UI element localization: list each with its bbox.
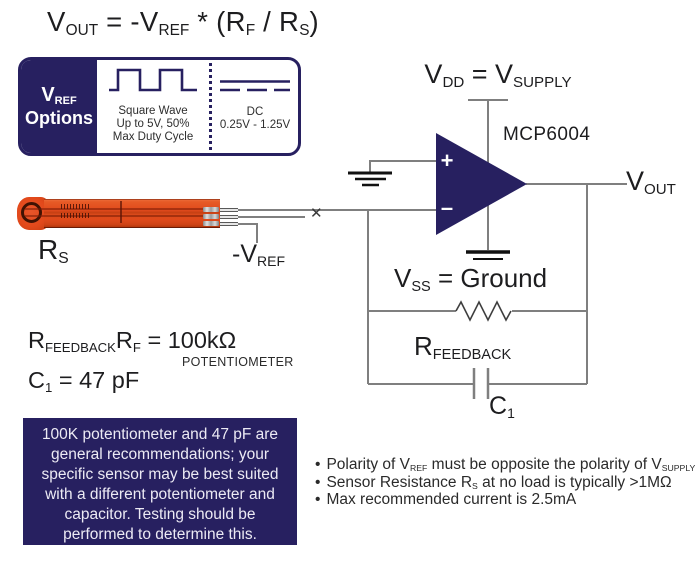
sensor-pin (220, 208, 238, 212)
sensor-divider-line (120, 201, 122, 223)
vref-options-box: VREF Options Square Wave Up to 5V, 50% M… (18, 57, 301, 156)
opamp-noninverting-input-sign: + (440, 148, 454, 173)
dc-line1: DC (246, 106, 264, 118)
no-connect-x-mark: ✕ (310, 205, 323, 222)
ground-icon (466, 250, 510, 260)
vref-options-header: VREF Options (21, 60, 97, 153)
note-text: Sensor Resistance RS at no load is typic… (326, 473, 672, 491)
capacitor-value: C1 = 47 pF (28, 367, 140, 395)
vss-ground-label: VSS = Ground (394, 263, 548, 296)
sensor-print-marks (61, 213, 91, 218)
note-item: • Sensor Resistance RS at no load is typ… (315, 474, 695, 492)
notes-list: • Polarity of VREF must be opposite the … (315, 456, 695, 509)
sensor-pad-ring (21, 202, 42, 223)
recommendation-note-box: 100K potentiometer and 47 pF are general… (23, 418, 297, 545)
sensor-connector-pad (203, 207, 219, 212)
transfer-function-formula: VOUT = -VREF * (RF / RS) (47, 6, 319, 40)
capacitor-icon (472, 368, 490, 399)
potentiometer-note: POTENTIOMETER (182, 355, 294, 369)
sensor-pin (220, 222, 238, 226)
vdd-supply-label: VDD = VSUPPLY (424, 59, 572, 92)
note-text: Polarity of VREF must be opposite the po… (326, 456, 696, 474)
opamp-inverting-input-sign: – (440, 195, 454, 220)
force-sensor-graphic (17, 197, 238, 231)
note-text: Max recommended current is 2.5mA (326, 491, 577, 508)
opamp-triangle (436, 133, 527, 235)
dc-icon (220, 80, 290, 92)
opamp-part-number: MCP6004 (503, 124, 591, 145)
sensor-resistance-label: RS (38, 234, 69, 268)
recommendation-line: specific sensor may be best suited (41, 466, 279, 483)
dc-line2: 0.25V - 1.25V (219, 119, 291, 131)
sensor-trace-line (25, 208, 218, 210)
resistor-icon (455, 300, 512, 322)
square-wave-line2: Up to 5V, 50% (116, 118, 190, 130)
recommendation-line: general recommendations; your (51, 446, 269, 463)
note-item: • Polarity of VREF must be opposite the … (315, 456, 695, 474)
sensor-trace-line (25, 215, 218, 217)
recommendation-line: with a different potentiometer and (45, 486, 275, 503)
options-dotted-divider (209, 63, 212, 150)
square-wave-icon (109, 68, 197, 92)
recommendation-line: performed to determine this. (63, 526, 257, 543)
ground-icon (348, 171, 392, 187)
vout-label: VOUT (626, 166, 676, 199)
vref-options-title: VREF (41, 84, 77, 108)
feedback-capacitor-label: C1 (489, 392, 515, 421)
vref-options-subtitle: Options (25, 108, 93, 128)
sensor-print-marks (61, 204, 91, 209)
bullet-icon: • (315, 491, 321, 508)
sensor-connector-pad (203, 221, 219, 226)
neg-vref-label: -VREF (232, 240, 285, 269)
dc-label: DC 0.25V - 1.25V (220, 106, 290, 132)
square-wave-option: Square Wave Up to 5V, 50% Max Duty Cycle (97, 60, 209, 153)
recommendation-line: capacitor. Testing should be (64, 506, 256, 523)
wires (238, 99, 627, 385)
square-wave-line3: Max Duty Cycle (112, 131, 194, 143)
sensor-pin (220, 215, 238, 219)
dc-option: DC 0.25V - 1.25V (212, 60, 298, 153)
square-wave-line1: Square Wave (118, 105, 188, 117)
note-item: • Max recommended current is 2.5mA (315, 491, 695, 509)
bullet-icon: • (315, 456, 321, 473)
square-wave-label: Square Wave Up to 5V, 50% Max Duty Cycle (113, 105, 194, 144)
sensor-connector-pad (203, 214, 219, 219)
bullet-icon: • (315, 473, 321, 491)
feedback-resistor-label: RFEEDBACK (414, 331, 512, 364)
feedback-resistor-value: RFEEDBACKRF = 100kΩ (28, 327, 237, 355)
recommendation-line: 100K potentiometer and 47 pF are (41, 426, 279, 443)
